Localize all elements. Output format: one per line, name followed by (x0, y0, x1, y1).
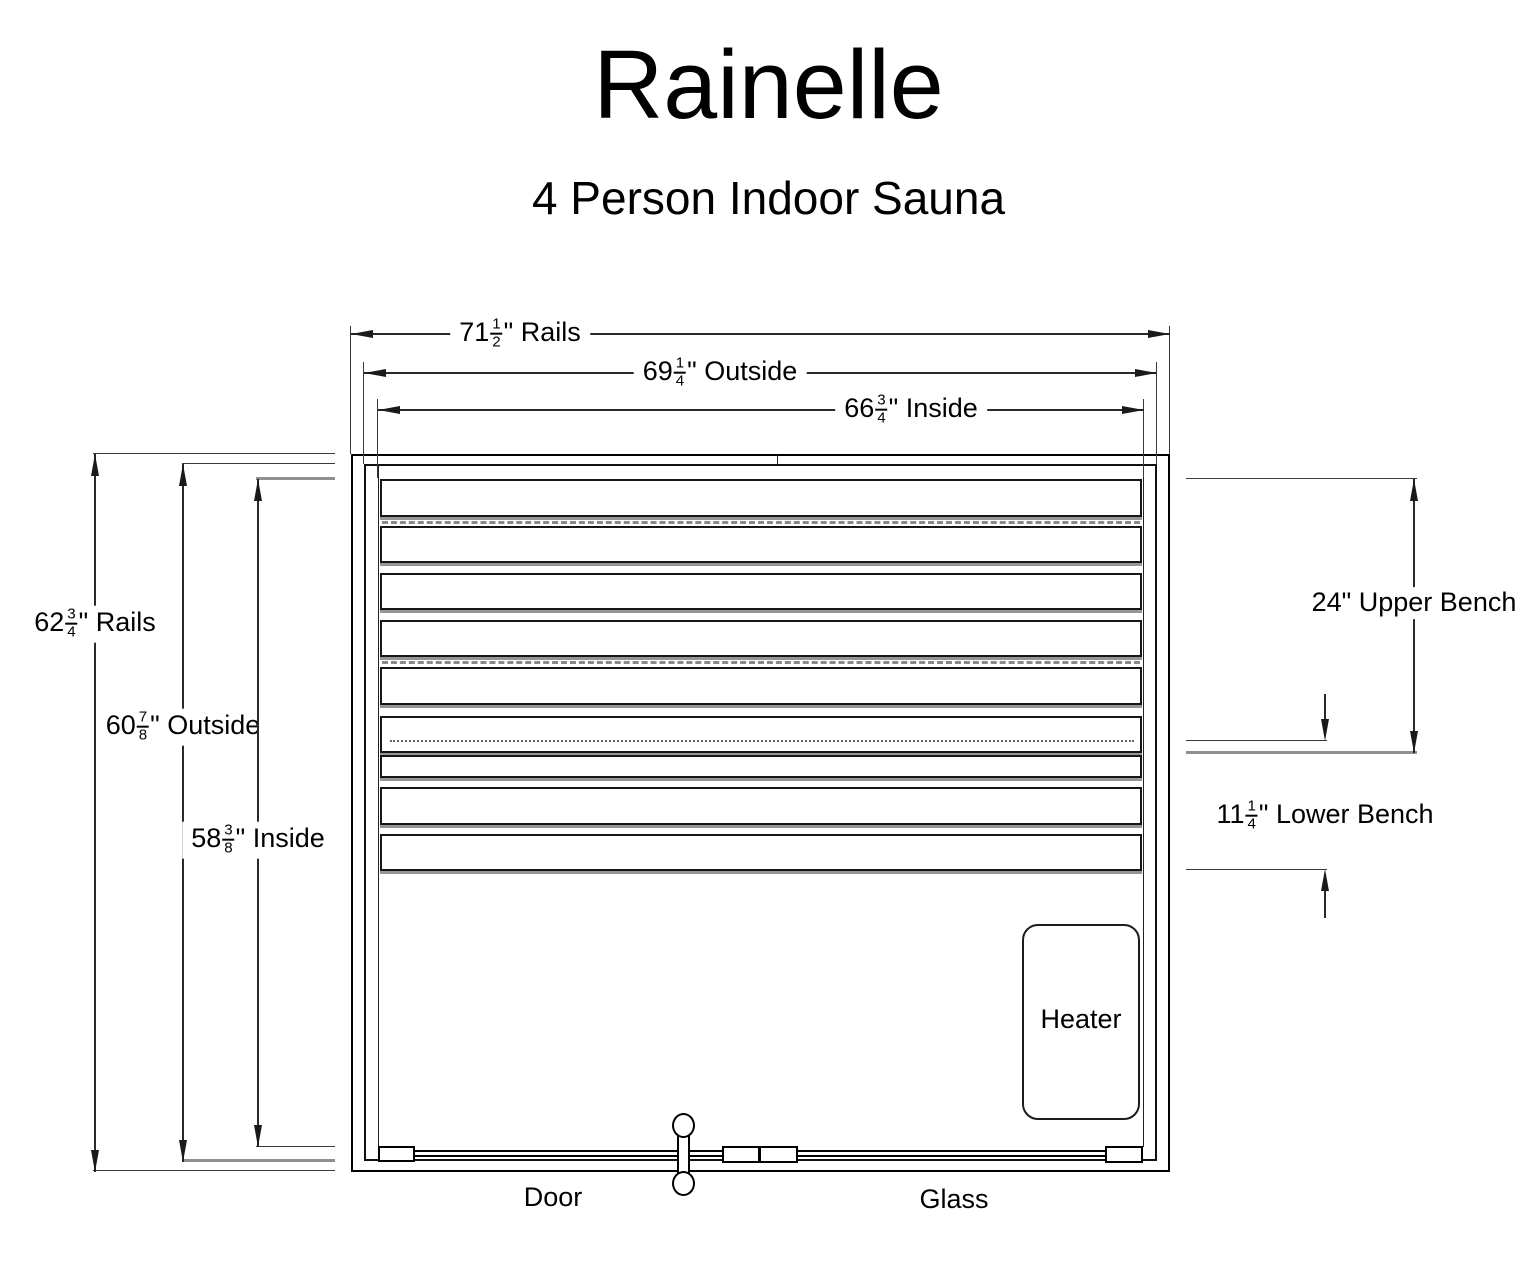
arrow-down-icon (254, 1125, 262, 1147)
arrow-down-icon (179, 1140, 187, 1162)
dim-line-outside-height (182, 464, 184, 1162)
ext-line (1143, 399, 1144, 478)
arrow-left-icon (378, 406, 400, 414)
left-panel-line (378, 464, 379, 1147)
door-handle-knob-outer (672, 1113, 695, 1138)
upper-bench-board-1 (380, 479, 1142, 517)
dim-line-lower-bench-top (1324, 694, 1326, 724)
ext-line (256, 477, 335, 480)
lower-bench-hidden-edge (390, 740, 1134, 742)
dim-line-rails-width (351, 333, 1170, 335)
upper-bench-board-5 (380, 667, 1142, 705)
hidden-support-line-2 (382, 661, 1140, 664)
arrow-down-icon (1321, 719, 1329, 741)
dim-upper-bench-label: 24" Upper Bench (1302, 587, 1526, 619)
glass-label: Glass (919, 1184, 989, 1214)
left-wall-post (378, 1146, 415, 1162)
hidden-support-line-1 (382, 521, 1140, 524)
door-handle-knob-inner (672, 1171, 695, 1196)
ext-line (1169, 326, 1170, 454)
ext-line (1186, 740, 1327, 741)
arrow-right-icon (1122, 406, 1144, 414)
arrow-up-icon (254, 479, 262, 501)
arrow-up-icon (1410, 479, 1418, 501)
dim-line-inside-width (378, 409, 1144, 411)
arrow-up-icon (91, 454, 99, 476)
ext-line (1186, 478, 1417, 479)
heater-box (1022, 924, 1140, 1120)
door-label: Door (523, 1182, 583, 1212)
arrow-left-icon (364, 369, 386, 377)
arrow-up-icon (1321, 869, 1329, 891)
ext-line (256, 1146, 335, 1147)
arrow-left-icon (351, 330, 373, 338)
door-frame-post-right (759, 1146, 798, 1163)
upper-bench-board-6 (380, 716, 1142, 753)
upper-bench-board-2 (380, 526, 1142, 563)
ext-line (182, 463, 335, 464)
top-wall-joint (777, 455, 778, 464)
heater-label: Heater (1040, 1004, 1122, 1034)
lower-bench-board-2 (380, 787, 1142, 825)
ext-line (350, 326, 351, 454)
page-title: Rainelle (593, 30, 944, 139)
ext-line (182, 1159, 335, 1162)
door-frame-post-left (722, 1146, 760, 1163)
ext-line (1186, 869, 1327, 870)
lower-bench-board-1 (380, 755, 1142, 778)
arrow-down-icon (1410, 731, 1418, 753)
right-panel-line (1143, 464, 1144, 1147)
arrow-up-icon (179, 464, 187, 486)
ext-line (377, 399, 378, 478)
dim-line-inside-height (257, 479, 259, 1147)
ext-line (93, 1170, 335, 1171)
lower-bench-board-3 (380, 834, 1142, 871)
page-subtitle: 4 Person Indoor Sauna (531, 172, 1006, 224)
ext-line (1156, 362, 1157, 464)
ext-line (93, 453, 335, 454)
arrow-right-icon (1135, 369, 1157, 377)
arrow-right-icon (1148, 330, 1170, 338)
upper-bench-board-4 (380, 620, 1142, 657)
upper-bench-board-3 (380, 573, 1142, 610)
right-wall-post (1105, 1146, 1143, 1163)
arrow-down-icon (91, 1150, 99, 1172)
dim-line-rails-height (94, 454, 96, 1172)
ext-line (1186, 751, 1417, 754)
dim-line-lower-bench-bottom (1324, 888, 1326, 918)
door-handle-bar (677, 1126, 690, 1178)
ext-line (363, 362, 364, 464)
